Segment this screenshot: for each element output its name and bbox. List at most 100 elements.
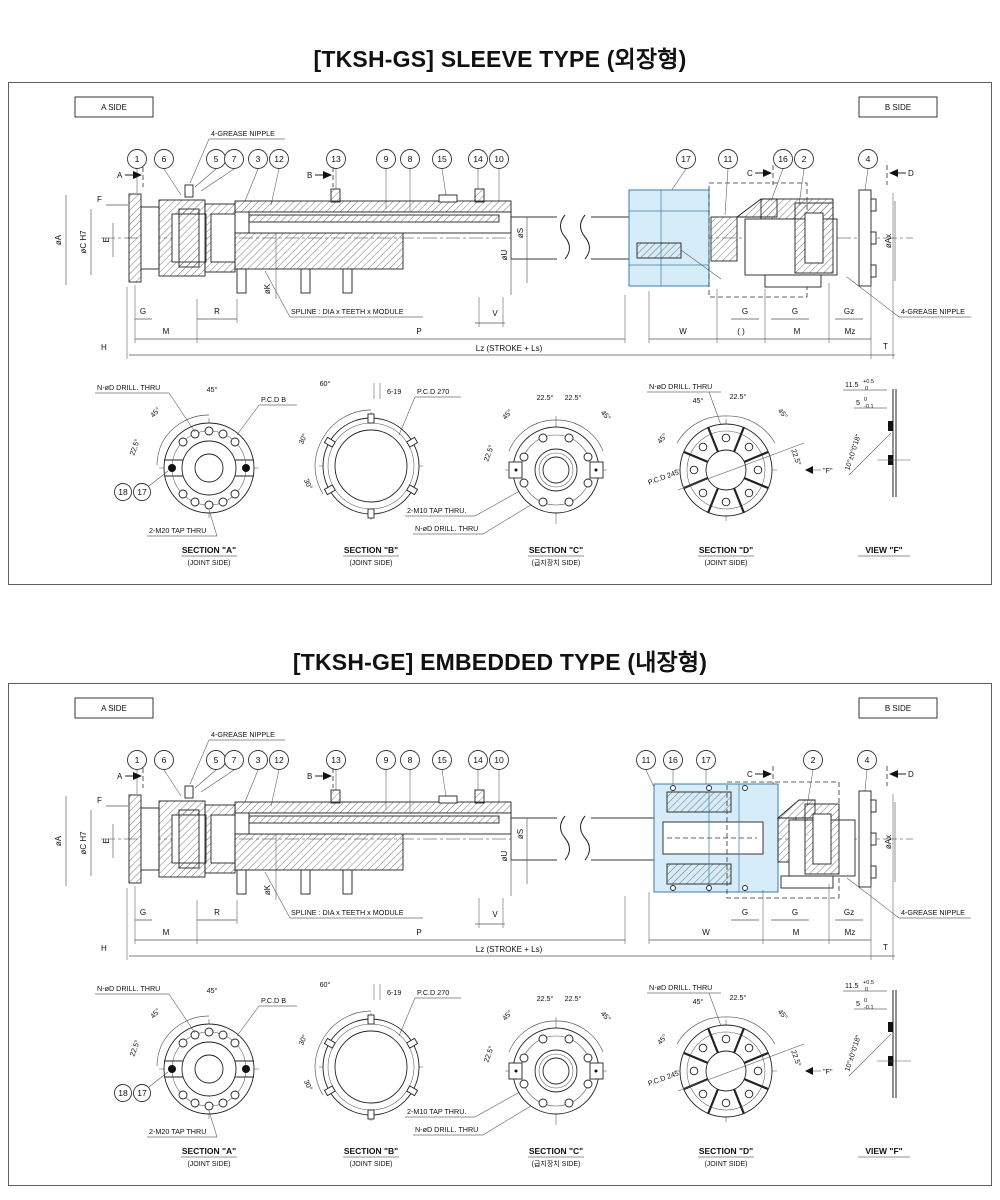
section-arrow-d: D — [886, 766, 914, 786]
section-d-angle-225b: 22.5° — [789, 448, 803, 467]
dim-m: M — [163, 327, 170, 336]
dim-oa: øA — [54, 234, 63, 245]
side-label-b: B SIDE — [858, 697, 938, 719]
section-arrow-d: D — [886, 165, 914, 185]
svg-text:13: 13 — [331, 154, 341, 164]
dim-w: W — [702, 928, 710, 937]
svg-text:SPLINE : DIA x TEETH x MODULE: SPLINE : DIA x TEETH x MODULE — [291, 307, 404, 316]
dim-mz: Mz — [845, 327, 856, 336]
dim-lz: Lz (STROKE + Ls) — [476, 945, 543, 954]
section-a-title: SECTION "A" — [182, 1146, 236, 1156]
section-c-angle-45a: 45° — [500, 407, 514, 421]
dim-e: E — [102, 237, 111, 242]
section-c-angle-225c: 22.5° — [482, 1045, 496, 1064]
grease-nipple-label-right: 4-GREASE NIPPLE — [846, 276, 971, 318]
section-a-callout-18: 18 — [118, 487, 128, 497]
callout-leaders — [136, 168, 869, 223]
dim-gz: Gz — [844, 908, 854, 917]
section-b-pcd-label: P.C.D 270 — [417, 387, 449, 396]
dim-mz: Mz — [845, 928, 856, 937]
svg-text:16: 16 — [668, 755, 678, 765]
section-b-angle-60: 60° — [320, 980, 331, 989]
svg-text:4: 4 — [866, 154, 871, 164]
view-f-dim1-dn: 0 — [865, 386, 868, 392]
dim-oa: øA — [54, 835, 63, 846]
section-d-angle-45a: 45° — [693, 396, 704, 405]
section-c-pointer-labels: 2-M10 TAP THRU. N-øD DRILL. THRU — [405, 486, 540, 535]
view-f-dim1-dn: 0 — [865, 987, 868, 993]
view-f-angle: 10°±0°0'18" — [843, 1034, 863, 1073]
view-f-title: VIEW "F" — [865, 545, 902, 555]
grease-nipple-label-left: 4-GREASE NIPPLE — [189, 129, 285, 184]
svg-text:B: B — [307, 171, 312, 180]
dim-p: P — [416, 327, 421, 336]
svg-text:10: 10 — [494, 154, 504, 164]
dim-oc-h7: øC H7 — [79, 230, 88, 254]
section-a-tap-label: 2-M20 TAP THRU — [149, 1127, 206, 1136]
dim-oax: øAx — [884, 835, 893, 849]
section-c-subtitle: (급지장치 SIDE) — [532, 558, 581, 567]
section-c-angle-45a: 45° — [500, 1008, 514, 1022]
svg-text:9: 9 — [384, 755, 389, 765]
section-b-pcd-label: P.C.D 270 — [417, 988, 449, 997]
section-a-angle-45-top: 45° — [207, 986, 218, 995]
svg-text:D: D — [908, 770, 914, 779]
section-a-callout-18: 18 — [118, 1088, 128, 1098]
svg-text:4: 4 — [865, 755, 870, 765]
dim-paren: ( ) — [737, 327, 745, 336]
section-a-title: SECTION "A" — [182, 545, 236, 555]
svg-text:8: 8 — [408, 755, 413, 765]
section-a-pcd-label: P.C.D B — [261, 996, 286, 1005]
section-a-callout-17: 17 — [137, 487, 147, 497]
svg-text:9: 9 — [384, 154, 389, 164]
section-d-pcd-label: P.C.D 245 — [647, 467, 680, 486]
section-b-holes: 6-19 — [387, 387, 401, 396]
grease-nipple-label-left: 4-GREASE NIPPLE — [189, 730, 285, 785]
dim-os: øS — [516, 829, 525, 839]
dimensions: øA øC H7 E F G R M P H Lz (STROKE + Ls) … — [54, 794, 896, 960]
dim-g3: G — [792, 908, 798, 917]
svg-text:4-GREASE NIPPLE: 4-GREASE NIPPLE — [211, 129, 275, 138]
svg-text:13: 13 — [331, 755, 341, 765]
section-d-angle-45c: 45° — [655, 431, 669, 445]
svg-text:8: 8 — [408, 154, 413, 164]
view-f-dim1: 11.5 — [845, 981, 858, 990]
view-f-title: VIEW "F" — [865, 1146, 902, 1156]
view-f-dim2-dn: -0.1 — [864, 1005, 874, 1011]
section-d-angle-225b: 22.5° — [789, 1049, 803, 1068]
svg-text:B: B — [307, 772, 312, 781]
view-f-dim2: 5 — [856, 999, 860, 1008]
callout-balloons: 1 6 5 7 3 12 13 9 8 15 14 10 17 11 16 2 … — [127, 149, 878, 223]
section-a-subtitle: (JOINT SIDE) — [187, 1161, 230, 1168]
svg-text:SPLINE : DIA x TEETH x MODULE: SPLINE : DIA x TEETH x MODULE — [291, 908, 404, 917]
section-a-angle-45-left: 45° — [148, 1006, 162, 1020]
svg-text:A: A — [117, 772, 123, 781]
section-b-angle-30a: 30° — [296, 1033, 309, 1047]
section-a-angle-225: 22.5° — [128, 438, 142, 457]
svg-text:7: 7 — [232, 154, 237, 164]
view-f-dim2-up: 0 — [864, 397, 867, 403]
section-d-angle-225a: 22.5° — [730, 993, 747, 1002]
dim-m2: M — [793, 928, 800, 937]
dim-oc-h7: øC H7 — [79, 831, 88, 855]
section-a-angle-45-top: 45° — [207, 385, 218, 394]
embedded-highlight-part — [653, 783, 779, 893]
dim-v: V — [492, 309, 498, 318]
svg-text:2: 2 — [811, 755, 816, 765]
title-embedded-type: [TKSH-GE] EMBEDDED TYPE (내장형) — [292, 649, 708, 675]
dim-v: V — [492, 910, 498, 919]
section-b-subtitle: (JOINT SIDE) — [349, 1161, 392, 1168]
section-c-angle-225b: 22.5° — [565, 994, 582, 1003]
section-b-angle-30a: 30° — [296, 432, 309, 446]
assembly-drawing — [101, 781, 913, 899]
view-f-dim1-up: +0.5 — [863, 379, 874, 385]
svg-text:B SIDE: B SIDE — [885, 103, 911, 112]
svg-text:4-GREASE NIPPLE: 4-GREASE NIPPLE — [901, 908, 965, 917]
svg-text:5: 5 — [214, 755, 219, 765]
section-arrow-a: A — [117, 768, 144, 788]
dim-g: G — [140, 307, 146, 316]
section-c-angle-225b: 22.5° — [565, 393, 582, 402]
assembly-drawing — [101, 182, 913, 298]
dim-w: W — [679, 327, 687, 336]
svg-text:14: 14 — [473, 154, 483, 164]
